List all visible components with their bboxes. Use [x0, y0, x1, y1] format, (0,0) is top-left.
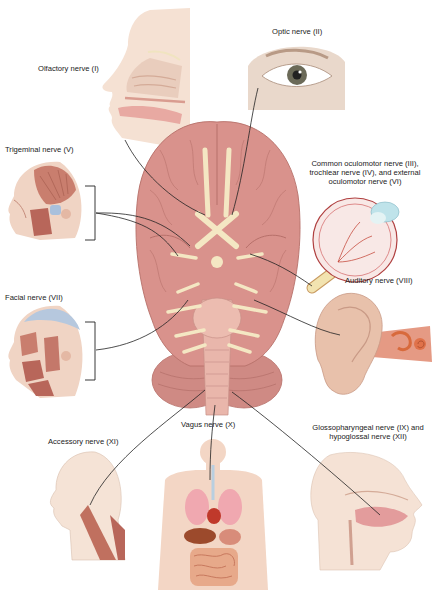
vagus-figure-part — [185, 489, 209, 525]
nerve-leader-lines — [90, 88, 380, 515]
brain-part — [217, 124, 218, 205]
olfactory-face-part — [148, 51, 180, 60]
nerve-leader-lines-part — [232, 88, 258, 215]
nerve-label: Glossopharyngeal nerve (IX) and hypoglos… — [303, 423, 433, 441]
olfactory-face-part — [132, 76, 176, 80]
bracket — [85, 322, 95, 380]
accessory-neck-part — [110, 515, 125, 560]
nerve-label: Common oculomotor nerve (III), trochlear… — [298, 159, 432, 186]
vagus-figure-part — [184, 528, 216, 544]
optic-eye-part — [298, 70, 301, 73]
facial-head-part — [20, 332, 38, 356]
nerve-leader-lines-part — [254, 300, 340, 335]
optic-eye-part — [293, 71, 302, 80]
eyeball-part — [370, 212, 386, 224]
eyeball — [312, 198, 399, 288]
ear-part — [414, 338, 426, 350]
facial-head-part — [22, 360, 44, 382]
facial-head-part — [8, 306, 82, 398]
vagus-figure-part — [218, 489, 242, 525]
nerve-leader-lines-part — [210, 405, 215, 480]
olfactory-face-part — [127, 58, 182, 98]
trigeminal-head-part — [50, 205, 61, 215]
vagus-figure-part — [194, 554, 235, 578]
facial-head-part — [61, 351, 71, 361]
nerve-label: Vagus nerve (X) — [181, 420, 266, 429]
trigeminal-head-part — [14, 200, 26, 218]
facial-head — [8, 306, 82, 398]
optic-eye — [248, 47, 345, 110]
nerve-label: Facial nerve (VII) — [5, 293, 95, 302]
ear-part — [418, 341, 424, 348]
eyeball-part — [338, 222, 375, 262]
optic-eye-part — [266, 50, 328, 58]
eyeball-part — [319, 204, 391, 276]
ear-part — [338, 307, 370, 362]
facial-head-part — [28, 380, 54, 396]
olfactory-face-part — [134, 85, 176, 88]
accessory-neck-part — [50, 452, 125, 560]
vagus-figure — [158, 439, 268, 590]
brain-part — [211, 256, 223, 268]
brain-part — [168, 254, 266, 352]
vagus-figure-part — [207, 508, 221, 524]
glosso-head-part — [311, 452, 422, 570]
optic-eye-part — [287, 65, 307, 85]
nerve-label: Auditory nerve (VIII) — [345, 276, 433, 285]
vagus-figure-part — [219, 529, 241, 545]
brain-part — [136, 122, 300, 366]
trigeminal-head-part — [40, 170, 68, 200]
vagus-figure-part — [212, 465, 215, 500]
optic-eye-part — [262, 64, 332, 87]
nerve-label: Olfactory nerve (I) — [38, 64, 133, 73]
accessory-neck-part — [80, 505, 116, 560]
nerve-label: Optic nerve (II) — [272, 27, 362, 36]
nerve-leader-lines-part — [96, 300, 188, 350]
brain-part — [205, 350, 229, 398]
brain-part — [150, 140, 286, 292]
brain — [136, 122, 300, 415]
olfactory-face-part — [102, 8, 190, 150]
ear-part — [315, 293, 382, 394]
nerve-leader-lines-part — [90, 390, 205, 505]
nerve-leader-lines-part — [125, 140, 205, 215]
trigeminal-head — [8, 162, 81, 240]
nerve-leader-lines-part — [232, 392, 380, 515]
nerve-label: Accessory nerve (XI) — [48, 437, 143, 446]
ear-part — [392, 333, 410, 350]
glosso-head-part — [355, 507, 408, 527]
nerve-leader-lines-part — [250, 254, 312, 286]
optic-eye-part — [248, 47, 345, 110]
nerve-leader-lines-part — [96, 213, 178, 256]
nerve-leader-lines-part — [96, 213, 190, 246]
brain-part — [198, 214, 236, 246]
olfactory-face — [102, 8, 190, 150]
olfactory-face-part — [118, 106, 182, 124]
trigeminal-head-part — [30, 208, 52, 236]
vagus-figure-part — [190, 548, 238, 586]
glosso-head-part — [350, 520, 352, 565]
olfactory-face-part — [125, 98, 185, 102]
bracket — [85, 186, 95, 240]
vagus-figure-part — [200, 439, 226, 465]
facial-head-part — [24, 309, 80, 330]
ear — [315, 293, 432, 394]
trigeminal-head-part — [34, 166, 76, 205]
accessory-neck — [50, 452, 125, 560]
glosso-head — [311, 452, 422, 570]
brain-part — [205, 150, 229, 215]
nerve-label: Trigeminal nerve (V) — [5, 145, 100, 154]
trigeminal-head-part — [61, 209, 71, 219]
facial-head-part — [44, 336, 60, 372]
trigeminal-head-part — [8, 162, 81, 240]
